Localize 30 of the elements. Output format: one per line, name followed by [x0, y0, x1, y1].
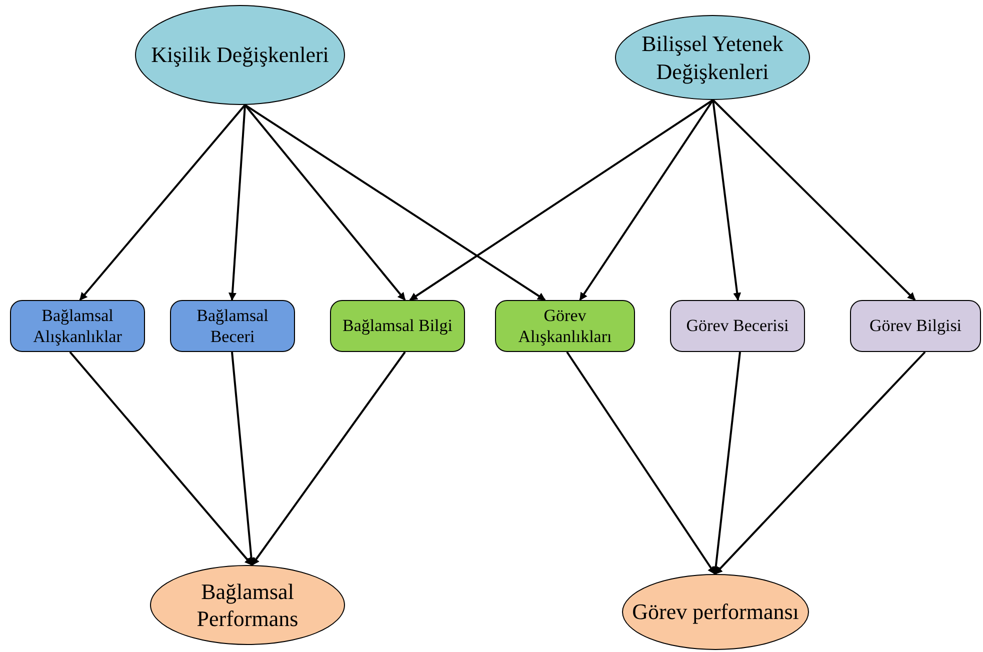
node-label: Görev performansı [631, 598, 800, 626]
node-label: Görev Bilgisi [868, 315, 963, 337]
rounded-box [495, 300, 635, 352]
node-label: Bağlamsal Beceri [196, 304, 270, 348]
arrow [231, 352, 256, 566]
arrow [714, 351, 926, 575]
rounded-box [850, 300, 981, 352]
arrow [244, 104, 546, 301]
arrow [712, 352, 741, 575]
node-label: Bağlamsal Bilgi [341, 315, 454, 337]
arrow [712, 100, 742, 301]
rounded-box [330, 300, 465, 352]
node-label: Bağlamsal Alışkanlıklar [32, 304, 123, 348]
node-label: Kişilik Değişkenleri [150, 41, 330, 69]
arrow [79, 104, 246, 301]
arrow [244, 104, 406, 301]
rounded-box [10, 300, 145, 352]
arrow [409, 99, 714, 301]
arrow [69, 351, 253, 566]
node-label: Görev Becerisi [685, 315, 790, 337]
node-label: Görev Alışkanlıkları [517, 304, 613, 348]
rounded-box [170, 300, 295, 352]
rounded-box [670, 300, 805, 352]
node-label: Bilişsel Yetenek Değişkenleri [640, 30, 784, 85]
arrow [228, 104, 246, 301]
node-label: Bağlamsal Performans [196, 578, 300, 632]
arrow [712, 99, 916, 301]
arrow [579, 99, 714, 301]
arrow [566, 351, 716, 575]
arrow [251, 351, 406, 566]
